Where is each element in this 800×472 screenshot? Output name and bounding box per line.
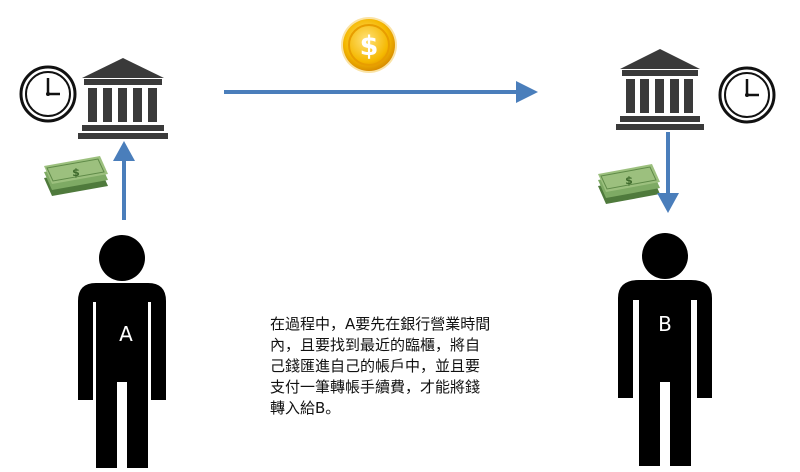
caption-line: 支付一筆轉帳手續費，才能將錢 <box>270 378 481 396</box>
bill-symbol-right: $ <box>625 174 633 187</box>
withdraw-arrow-head <box>657 193 679 213</box>
clock-icon-right <box>718 66 776 124</box>
money-stack-icon-left: $ <box>44 156 108 196</box>
caption-line: 轉入給B。 <box>270 399 341 417</box>
bank-icon-right <box>616 49 704 130</box>
person-b-head <box>642 233 688 279</box>
coin-icon: $ <box>341 17 397 73</box>
bank-icon-left <box>78 58 168 139</box>
caption-line: 己錢匯進自己的帳戶中，並且要 <box>270 357 481 375</box>
person-a-head <box>99 235 145 281</box>
person-a-body <box>78 283 166 468</box>
person-b-body <box>618 280 712 466</box>
transfer-arrow-head <box>516 81 538 103</box>
bill-symbol-left: $ <box>72 166 80 179</box>
money-stack-icon-right: $ <box>598 164 660 204</box>
caption-line: 內，且要找到最近的臨櫃，將自 <box>270 336 481 354</box>
person-b: B <box>618 233 712 466</box>
caption-line: 在過程中，A要先在銀行營業時間 <box>270 315 491 333</box>
explanation-caption: 在過程中，A要先在銀行營業時間 內，且要找到最近的臨櫃，將自 己錢匯進自己的帳戶… <box>270 314 535 419</box>
coin-symbol: $ <box>360 31 379 62</box>
person-b-label: B <box>658 312 672 336</box>
clock-icon-left <box>19 65 77 123</box>
person-a: A <box>78 235 166 468</box>
deposit-arrow-head <box>113 141 135 161</box>
person-a-label: A <box>119 322 133 346</box>
